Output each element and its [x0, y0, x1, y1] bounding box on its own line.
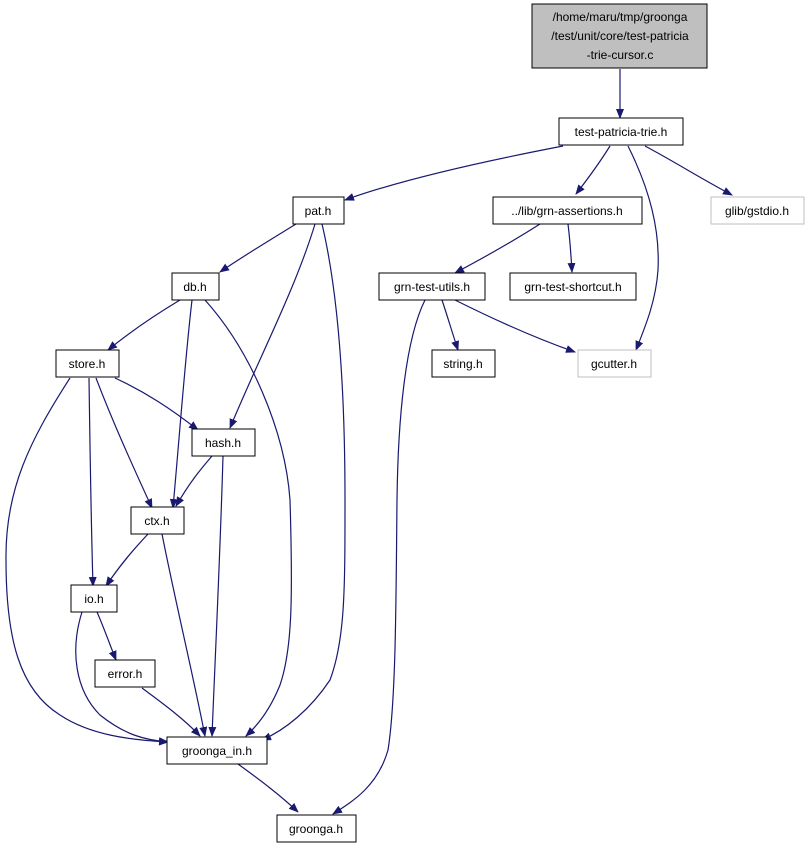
- edge-grn-test-utils-h-to-groonga-h: [332, 299, 426, 815]
- node-ctx-h[interactable]: ctx.h: [130, 506, 185, 535]
- edge-store-h-to-hash-h: [114, 377, 199, 431]
- edge-store-h-to-ctx-h: [95, 377, 153, 509]
- node-label: hash.h: [205, 436, 241, 450]
- node-label: string.h: [443, 357, 482, 371]
- node-label: glib/gstdio.h: [725, 204, 789, 218]
- edge-pat-h-to-db-h: [219, 223, 297, 273]
- node-grn-test-shortcut-h[interactable]: grn-test-shortcut.h: [509, 272, 637, 301]
- node-grn-assertions-h[interactable]: ../lib/grn-assertions.h: [492, 196, 643, 225]
- edge-store-h-to-io-h: [88, 377, 97, 587]
- node-groonga-in-h[interactable]: groonga_in.h: [166, 736, 268, 765]
- edge-groonga-in-h-to-groonga-h: [237, 763, 299, 813]
- node-string-h[interactable]: string.h: [431, 349, 496, 378]
- node-glib-gstdio-h[interactable]: glib/gstdio.h: [710, 196, 805, 225]
- node-label-line-2: /test/unit/core/test-patricia: [551, 29, 689, 43]
- edge-pat-h-to-hash-h: [229, 223, 316, 429]
- edge-pat-h-to-groonga-in-h: [261, 223, 346, 741]
- edge-grn-test-utils-h-to-gcutter-h: [454, 299, 576, 353]
- node-label-line-3: -trie-cursor.c: [587, 48, 654, 62]
- node-grn-test-utils-h[interactable]: grn-test-utils.h: [378, 272, 486, 301]
- node-test-patricia-trie-h[interactable]: test-patricia-trie.h: [558, 117, 684, 146]
- node-label: pat.h: [305, 204, 332, 218]
- node-label: grn-test-shortcut.h: [524, 280, 621, 294]
- node-label: ../lib/grn-assertions.h: [511, 204, 622, 218]
- node-label: db.h: [183, 280, 206, 294]
- node-error-h[interactable]: error.h: [94, 659, 156, 688]
- node-store-h[interactable]: store.h: [55, 349, 120, 378]
- node-label: store.h: [69, 357, 106, 371]
- edge-ctx-h-to-groonga-in-h: [161, 533, 208, 737]
- node-hash-h[interactable]: hash.h: [191, 428, 256, 457]
- edge-grn-assertions-h-to-grn-test-utils-h: [454, 223, 541, 274]
- node-db-h[interactable]: db.h: [171, 272, 220, 301]
- node-label-line-1: /home/maru/tmp/groonga: [553, 10, 688, 24]
- node-io-h[interactable]: io.h: [70, 584, 118, 613]
- node-label: ctx.h: [144, 514, 169, 528]
- edge-db-h-to-groonga-in-h: [204, 299, 293, 737]
- node-label: gcutter.h: [591, 357, 637, 371]
- node-label: grn-test-utils.h: [394, 280, 470, 294]
- edge-io-h-to-error-h: [96, 611, 117, 661]
- node-label: error.h: [108, 667, 143, 681]
- edge-db-h-to-store-h: [107, 299, 181, 351]
- edge-error-h-to-groonga-in-h: [141, 687, 201, 737]
- edge-store-h-to-groonga-in-h: [5, 377, 169, 746]
- edge-test-patricia-trie-h-to-gcutter-h: [627, 145, 659, 351]
- node-gcutter-h[interactable]: gcutter.h: [577, 349, 652, 378]
- edge-grn-assertions-h-to-grn-test-shortcut-h: [567, 223, 576, 273]
- edge-test-patricia-trie-h-to-pat-h: [344, 145, 564, 201]
- edge-hash-h-to-ctx-h: [175, 455, 213, 507]
- node-label: io.h: [84, 592, 103, 606]
- edge-grn-test-utils-h-to-string-h: [441, 299, 459, 351]
- node-label: groonga_in.h: [182, 744, 252, 758]
- edge-hash-h-to-groonga-in-h: [208, 455, 224, 737]
- edge-db-h-to-ctx-h: [169, 299, 193, 509]
- node-root-file[interactable]: /home/maru/tmp/groonga /test/unit/core/t…: [531, 3, 708, 69]
- edge-ctx-h-to-io-h: [105, 533, 149, 587]
- node-label: groonga.h: [289, 822, 343, 836]
- edge-test-patricia-trie-h-to-grn-assertions-h: [575, 145, 611, 195]
- node-pat-h[interactable]: pat.h: [292, 196, 345, 225]
- node-groonga-h[interactable]: groonga.h: [276, 814, 357, 843]
- edge-io-h-to-groonga-in-h: [75, 611, 169, 746]
- node-label: test-patricia-trie.h: [575, 125, 668, 139]
- edge-test-patricia-trie-h-to-glib-gstdio-h: [644, 145, 733, 196]
